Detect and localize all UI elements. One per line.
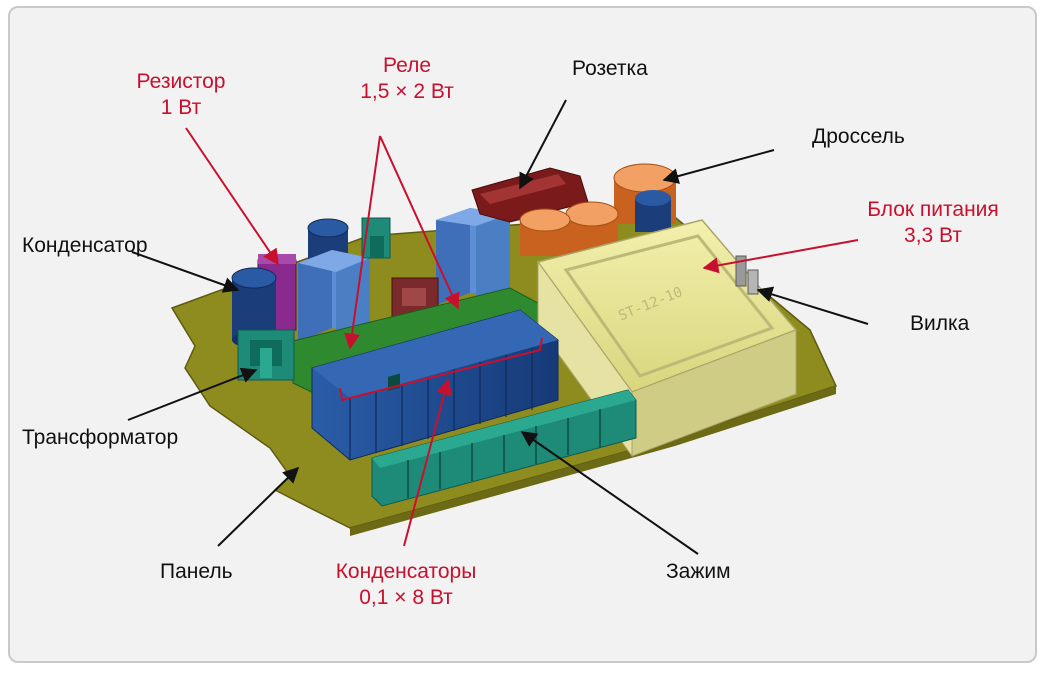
label-power-block-value: 3,3 Вт (904, 224, 962, 247)
label-relay-name: Реле (383, 54, 431, 77)
capacitor-block (311, 309, 559, 461)
figure-frame: ST-12-10 (8, 6, 1037, 663)
label-plug: Вилка (910, 312, 970, 335)
arrow-clamp (520, 431, 699, 555)
label-capacitors: Конденсаторы 0,1 × 8 Вт (316, 559, 496, 611)
arrow-relay-right (379, 135, 460, 310)
arrow-panel (217, 466, 300, 547)
label-resistor-name: Резистор (136, 70, 226, 93)
pcb-illustration: ST-12-10 (127, 99, 869, 555)
label-resistor: Резистор 1 Вт (106, 69, 256, 121)
capacitors-bracket (339, 337, 543, 402)
arrow-socket (519, 99, 567, 190)
transformer-component (237, 329, 295, 381)
relay-left (298, 250, 370, 348)
label-choke: Дроссель (812, 125, 905, 148)
arrow-power-block (702, 239, 859, 274)
label-capacitors-name: Конденсаторы (335, 560, 477, 583)
red-arrows (185, 127, 859, 547)
arrow-relay-left (344, 135, 381, 350)
arrow-capacitor (131, 251, 240, 293)
choke-component (519, 163, 677, 256)
arrow-capacitors (403, 378, 453, 547)
label-capacitors-value: 0,1 × 8 Вт (359, 586, 453, 609)
label-capacitor: Конденсатор (22, 234, 148, 257)
label-socket: Розетка (572, 57, 648, 80)
label-resistor-value: 1 Вт (160, 96, 202, 119)
arrow-plug (756, 286, 869, 325)
label-power-block-name: Блок питания (867, 198, 999, 221)
label-relay-value: 1,5 × 2 Вт (360, 80, 454, 103)
label-relay: Реле 1,5 × 2 Вт (332, 53, 482, 105)
plug-component (735, 255, 759, 295)
relay-right (436, 208, 510, 308)
arrow-choke (662, 149, 775, 184)
arrow-resistor (185, 127, 279, 266)
arrow-transformer (127, 367, 258, 421)
label-clamp: Зажим (666, 560, 731, 583)
label-panel: Панель (160, 560, 233, 583)
label-transformer: Трансформатор (22, 426, 179, 449)
black-arrows (127, 99, 869, 555)
label-power-block: Блок питания 3,3 Вт (848, 197, 1018, 249)
